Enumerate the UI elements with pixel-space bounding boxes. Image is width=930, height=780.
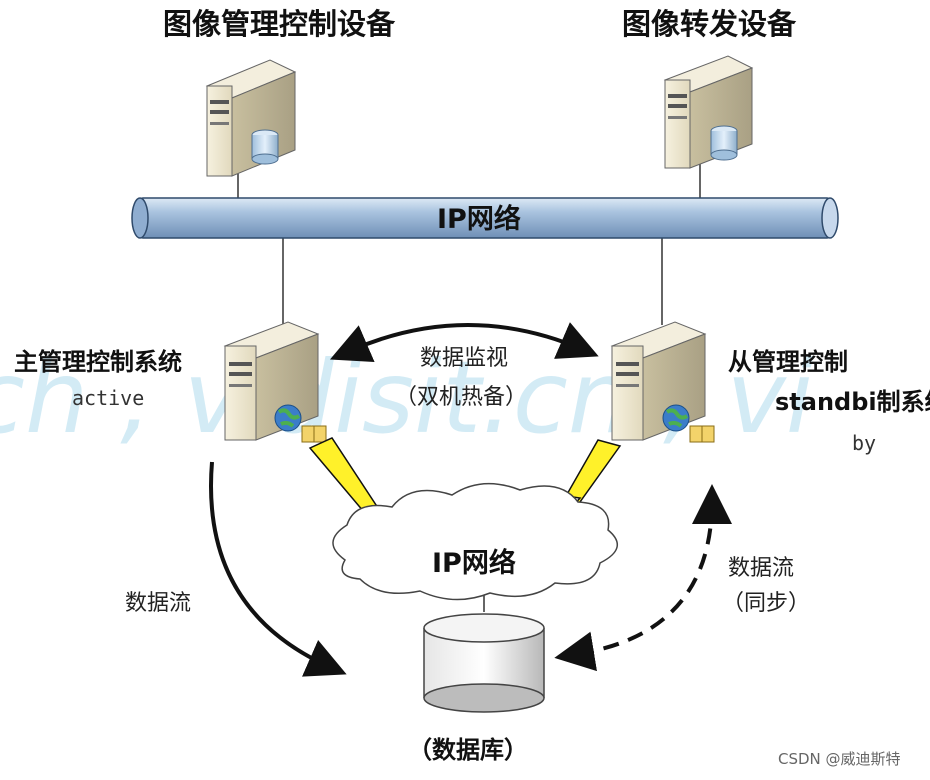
- secondary-server-icon: [610, 321, 715, 443]
- cloud-network-label: IP网络: [432, 547, 516, 579]
- hot-standby-label: （双机热备）: [395, 385, 527, 410]
- cloud-icon: [332, 482, 618, 601]
- ip-network-bus: [131, 197, 839, 239]
- flow-left-label: 数据流: [125, 591, 191, 616]
- monitor-label: 数据监视: [420, 346, 508, 371]
- image-forward-device-title: 图像转发设备: [622, 7, 797, 41]
- credit-text: CSDN @威迪斯特: [778, 750, 901, 768]
- sync-flow-arrow: [554, 484, 732, 672]
- sync-label: （同步）: [722, 591, 810, 616]
- monitor-arrow: [329, 322, 599, 363]
- secondary-system-label-overlap: standbi制系统: [775, 388, 930, 416]
- secondary-system-label: 从管理控制: [728, 348, 848, 376]
- primary-status-label: active: [72, 386, 144, 410]
- server-icon: [663, 55, 754, 169]
- primary-server-icon: [223, 321, 327, 443]
- secondary-status-fragment: by: [852, 431, 876, 455]
- database-label: （数据库）: [408, 736, 528, 764]
- database-icon: [423, 613, 545, 713]
- data-flow-arrow: [209, 461, 347, 677]
- primary-system-label: 主管理控制系统: [14, 348, 182, 376]
- server-icon: [205, 59, 297, 177]
- flow-right-label: 数据流: [728, 556, 794, 581]
- image-mgmt-device-title: 图像管理控制设备: [163, 7, 396, 41]
- ip-network-bus-label: IP网络: [437, 203, 521, 235]
